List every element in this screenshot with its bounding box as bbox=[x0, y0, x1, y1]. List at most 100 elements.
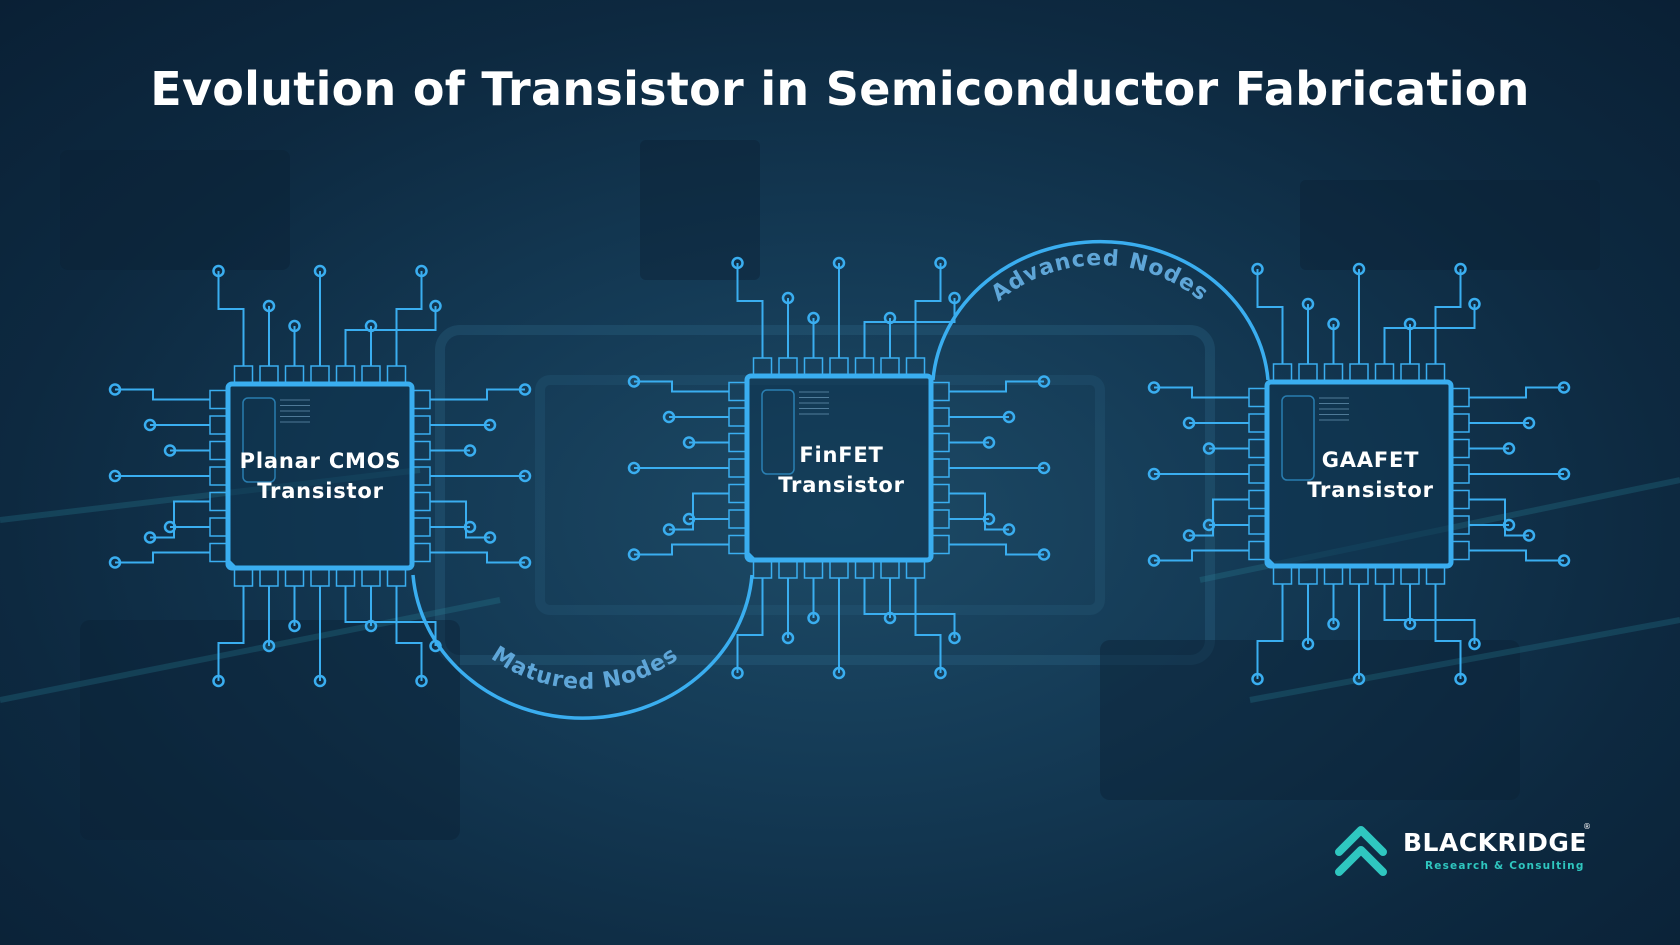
chip-pad bbox=[411, 542, 431, 563]
trace-terminal bbox=[982, 436, 996, 449]
chip-pad bbox=[1248, 413, 1268, 433]
chip-pad bbox=[335, 365, 356, 385]
advanced-nodes-label: Advanced Nodes bbox=[987, 246, 1213, 307]
trace-terminal bbox=[1251, 672, 1264, 686]
chip-body bbox=[1264, 379, 1454, 569]
chip-body bbox=[225, 381, 415, 571]
circuit-trace bbox=[634, 380, 729, 393]
trace-terminal bbox=[1352, 262, 1366, 276]
trace-terminal bbox=[1301, 637, 1315, 651]
chevron-logo-icon bbox=[1335, 826, 1387, 876]
chip-pad bbox=[1425, 565, 1446, 585]
trace-terminal bbox=[781, 631, 795, 645]
circuit-trace bbox=[430, 388, 525, 401]
chip-pad bbox=[1450, 515, 1470, 535]
trace-terminal bbox=[143, 418, 157, 432]
trace-terminal bbox=[1522, 416, 1536, 430]
trace-terminal bbox=[1502, 442, 1516, 455]
chip-pad bbox=[233, 365, 254, 385]
circuit-trace bbox=[1189, 498, 1249, 537]
chip-label-gaafet: GAAFET Transistor bbox=[1278, 445, 1463, 505]
chip-pad bbox=[361, 365, 381, 385]
chip-pad bbox=[930, 534, 950, 555]
trace-terminal bbox=[143, 531, 157, 544]
trace-terminal bbox=[832, 666, 846, 680]
trace-terminal bbox=[1037, 548, 1051, 561]
circuit-trace bbox=[395, 271, 423, 366]
trace-terminal bbox=[1522, 529, 1536, 542]
logo-subtitle: Research & Consulting bbox=[1425, 860, 1585, 872]
trace-terminal bbox=[108, 383, 122, 396]
chip-pad bbox=[1248, 489, 1268, 510]
chip-label-line2: Transistor bbox=[257, 479, 384, 503]
chip-pad bbox=[209, 415, 229, 435]
matured-nodes-label: Matured Nodes bbox=[487, 642, 683, 695]
circuit-trace bbox=[1469, 498, 1529, 537]
circuit-trace bbox=[949, 492, 1009, 531]
circuit-trace bbox=[863, 578, 956, 638]
trace-terminal bbox=[682, 512, 696, 526]
chip-pad bbox=[209, 440, 229, 461]
trace-terminal bbox=[1403, 617, 1417, 631]
trace-terminal bbox=[288, 619, 301, 633]
circuit-trace bbox=[217, 586, 245, 681]
trace-terminal bbox=[1037, 461, 1051, 475]
trace-terminal bbox=[1454, 672, 1467, 686]
circuit-trace bbox=[736, 578, 764, 673]
chip-pad bbox=[1272, 565, 1293, 585]
chip-pad bbox=[1425, 363, 1446, 383]
chip-pad bbox=[1323, 565, 1344, 585]
chip-pad bbox=[880, 559, 900, 579]
chip-pad bbox=[930, 509, 950, 529]
matured-nodes-text: Matured Nodes bbox=[487, 642, 682, 695]
trace-terminal bbox=[415, 264, 428, 278]
chip-pad bbox=[411, 466, 431, 486]
trace-terminal bbox=[627, 548, 641, 561]
trace-terminal bbox=[1327, 617, 1340, 631]
trace-terminal bbox=[108, 469, 122, 483]
chip-label-line1: Planar CMOS bbox=[239, 449, 402, 473]
circuit-trace bbox=[863, 298, 956, 358]
circuit-trace bbox=[1383, 584, 1476, 644]
chip-pad bbox=[728, 509, 748, 529]
chip-pad bbox=[803, 357, 824, 377]
trace-terminal bbox=[948, 631, 961, 645]
pin1-marker bbox=[1267, 556, 1277, 566]
trace-terminal bbox=[883, 311, 897, 325]
chip-gaafet bbox=[1147, 262, 1571, 686]
trace-terminal bbox=[731, 666, 744, 680]
chip-pad bbox=[854, 357, 875, 377]
trace-terminal bbox=[1468, 637, 1481, 651]
trace-terminal bbox=[934, 666, 947, 680]
chip-pad bbox=[778, 559, 798, 579]
chip-pad bbox=[259, 365, 279, 385]
chip-pad bbox=[259, 567, 279, 587]
chip-die-marking bbox=[1281, 395, 1315, 481]
chip-pad bbox=[880, 357, 900, 377]
chip-pad bbox=[803, 559, 824, 579]
chip-pad bbox=[778, 357, 798, 377]
trace-terminal bbox=[518, 556, 532, 569]
chip-pad bbox=[1323, 363, 1344, 383]
trace-terminal bbox=[1301, 297, 1315, 311]
trace-terminal bbox=[429, 299, 442, 313]
chip-pad bbox=[1272, 363, 1293, 383]
chip-pad bbox=[209, 389, 229, 410]
trace-terminal bbox=[518, 469, 532, 483]
chip-pad bbox=[728, 381, 748, 402]
chip-pad bbox=[411, 517, 431, 537]
chip-pad bbox=[1374, 363, 1395, 383]
trace-terminal bbox=[1468, 297, 1481, 311]
circuit-trace bbox=[1256, 584, 1284, 679]
circuit-trace bbox=[914, 578, 942, 673]
chip-pad bbox=[728, 432, 748, 453]
chip-label-line1: GAAFET bbox=[1321, 448, 1420, 472]
trace-terminal bbox=[1037, 375, 1051, 388]
trace-terminal bbox=[262, 639, 276, 653]
chip-pad bbox=[209, 542, 229, 563]
chip-pad bbox=[1248, 464, 1268, 484]
chip-pad bbox=[1450, 387, 1470, 408]
chip-pad bbox=[233, 567, 254, 587]
trace-terminal bbox=[1182, 529, 1196, 542]
